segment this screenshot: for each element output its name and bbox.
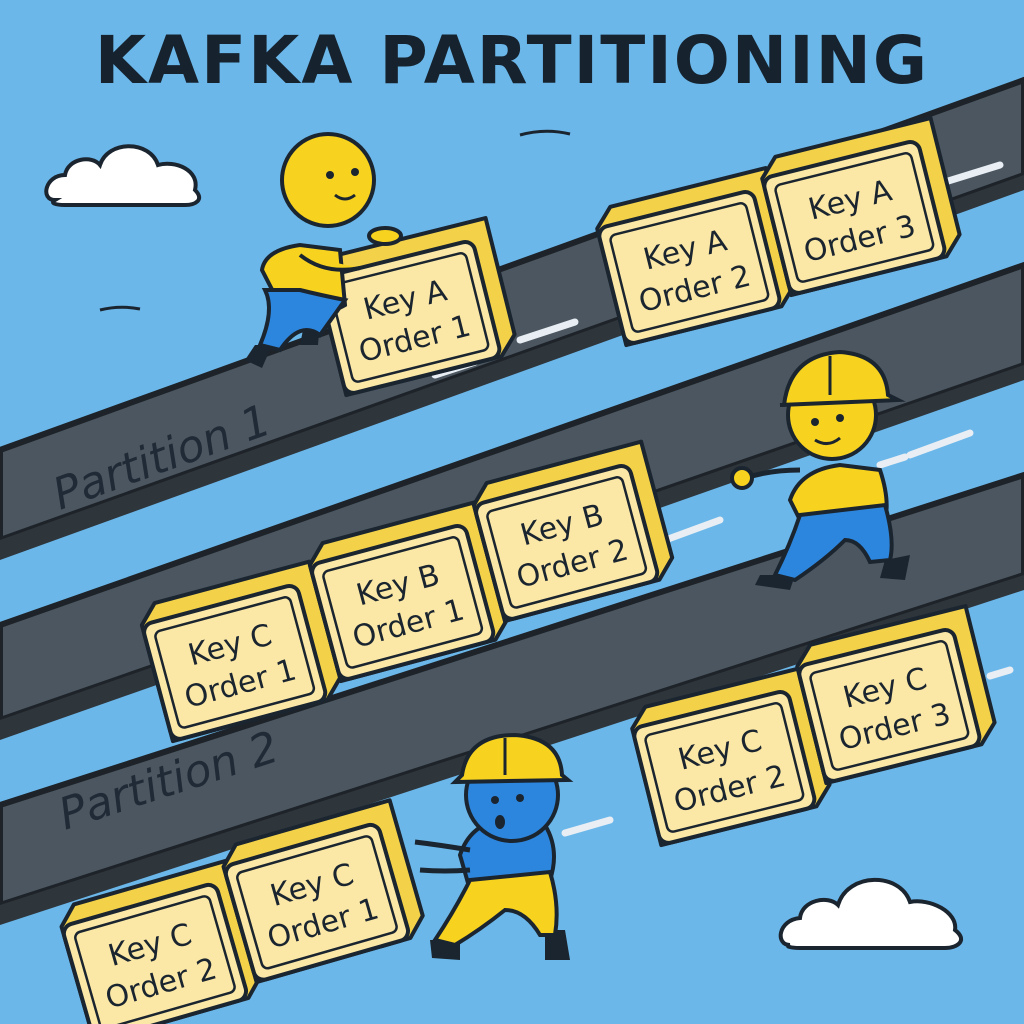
page-title: KAFKA PARTITIONING: [94, 22, 930, 99]
blue-worker: [414, 732, 574, 960]
cloud-icon: [44, 144, 202, 207]
yellow-worker: [730, 349, 910, 590]
sky-mark: [99, 129, 571, 312]
cloud-icon: [778, 877, 963, 950]
yellow-character: [245, 132, 403, 368]
